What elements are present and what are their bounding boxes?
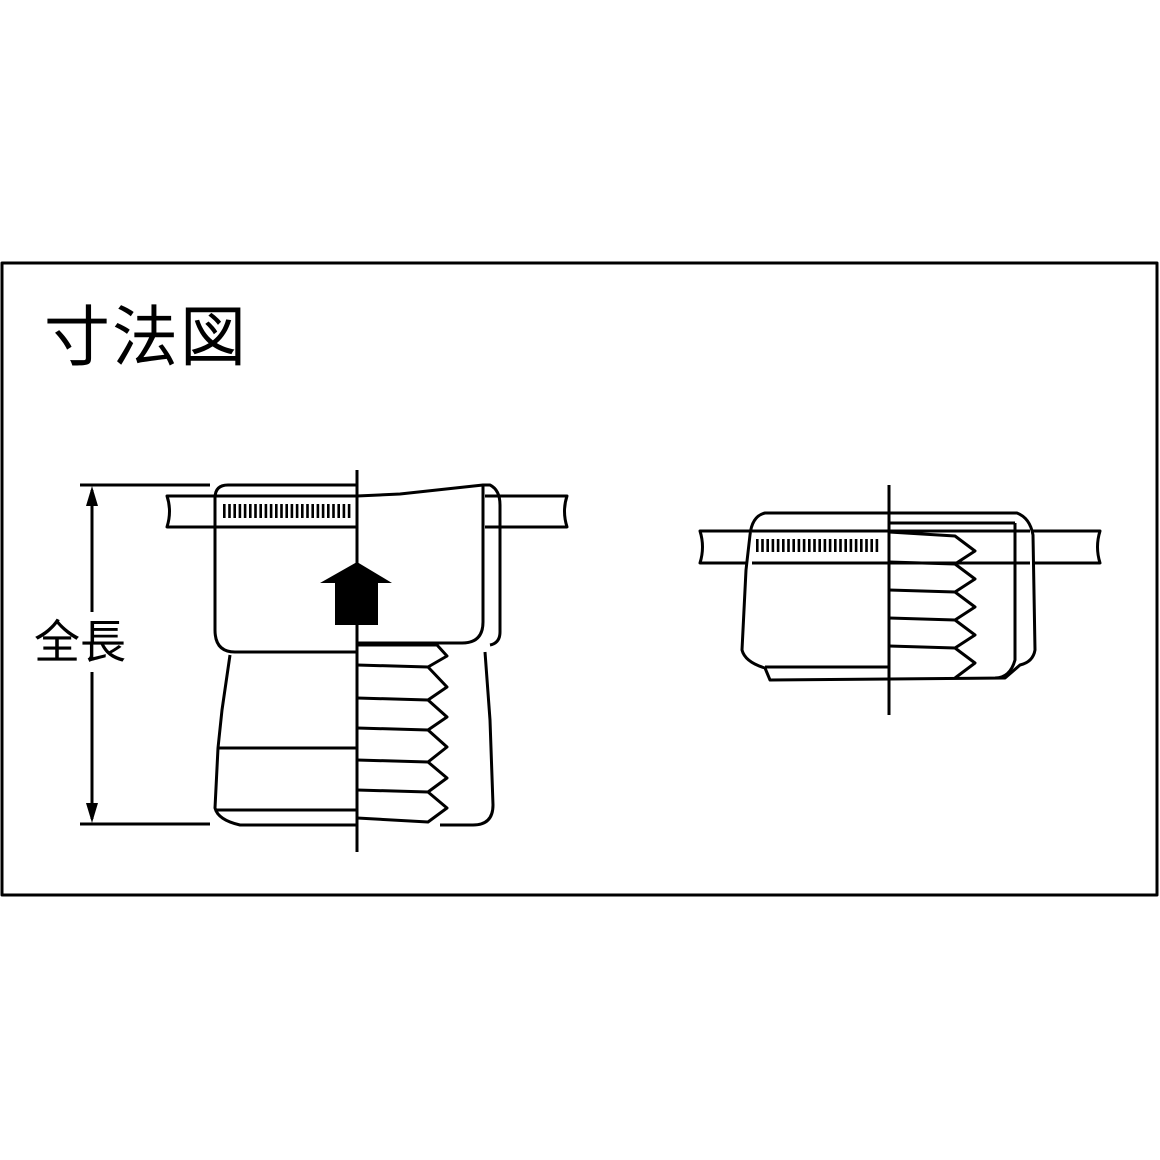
knurl-tick	[264, 504, 268, 518]
page-title: 寸法図	[44, 299, 248, 376]
knurl-tick	[306, 504, 309, 518]
knurl-tick	[321, 504, 325, 518]
rivet-nut-before-install	[80, 470, 569, 852]
overall-length-label: 全長	[34, 612, 126, 672]
knurl-tick	[823, 539, 827, 552]
frame-border	[0, 261, 1159, 897]
knurl-tick	[290, 504, 294, 518]
knurl-tick	[342, 504, 346, 518]
knurl-tick	[771, 539, 775, 552]
knurl-tick	[275, 504, 278, 518]
knurl-tick	[249, 504, 252, 518]
knurl-tick	[782, 539, 785, 552]
knurl-tick	[875, 539, 879, 552]
body-left	[213, 654, 357, 827]
knurl-tick	[776, 539, 780, 552]
dimension-arrow-bottom	[86, 803, 98, 823]
knurl-tick	[228, 504, 231, 518]
knurl-tick	[327, 504, 330, 518]
flange-right-inner	[357, 485, 485, 645]
knurl-tick	[254, 504, 257, 518]
knurl-tick	[223, 504, 226, 518]
knurl-tick	[280, 504, 283, 518]
knurl-tick	[301, 504, 304, 518]
knurl-tick	[792, 539, 795, 552]
knurl-tick	[766, 539, 769, 552]
knurl-tick	[233, 504, 236, 518]
knurl-tick	[854, 539, 858, 552]
knurl-tick	[834, 539, 837, 552]
knurl-tick	[818, 539, 821, 552]
knurl-tick	[347, 504, 351, 518]
internal-threads	[356, 643, 449, 824]
knurl-tick	[860, 539, 863, 552]
knurl-tick	[238, 504, 242, 518]
knurl-tick	[756, 539, 759, 552]
knurl-tick	[761, 539, 764, 552]
internal-threads	[888, 530, 977, 680]
knurl-tick	[787, 539, 790, 552]
knurl-tick	[797, 539, 801, 552]
knurl-tick	[844, 539, 847, 552]
plate-right	[485, 494, 569, 529]
knurl-tick	[802, 539, 806, 552]
knurl-tick	[828, 539, 832, 552]
rivet-nut-after-install	[698, 485, 1102, 715]
knurl-tick	[243, 504, 247, 518]
knurl-tick	[332, 504, 335, 518]
knurl-marks	[223, 504, 879, 552]
knurl-tick	[295, 504, 299, 518]
knurl-tick	[311, 504, 314, 518]
knurl-tick	[849, 539, 853, 552]
knurl-tick	[269, 504, 273, 518]
knurl-tick	[285, 504, 288, 518]
knurl-tick	[316, 504, 320, 518]
knurl-tick	[808, 539, 811, 552]
body-right	[440, 651, 495, 827]
knurl-tick	[337, 504, 340, 518]
knurl-tick	[813, 539, 816, 552]
knurl-tick	[259, 504, 262, 518]
plate-left	[165, 494, 215, 529]
dimension-arrow-top	[86, 486, 98, 506]
knurl-tick	[870, 539, 873, 552]
flange-right-outer	[356, 483, 502, 647]
knurl-tick	[865, 539, 868, 552]
knurl-tick	[839, 539, 842, 552]
